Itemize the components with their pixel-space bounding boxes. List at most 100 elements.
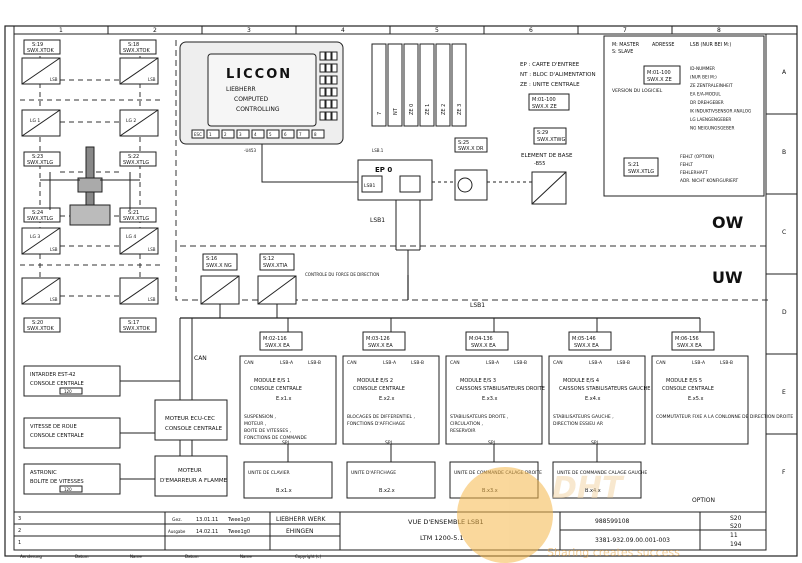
sensor-id-box bbox=[23, 151, 61, 167]
watermark: DHT Sharing creates success bbox=[457, 467, 680, 563]
liccon-key[interactable] bbox=[319, 111, 326, 121]
liccon-key[interactable] bbox=[325, 63, 332, 73]
liccon-key[interactable] bbox=[319, 87, 326, 97]
module-lsb-a: LSB-A bbox=[280, 360, 294, 366]
liccon-key[interactable] bbox=[325, 111, 332, 121]
sensor-id: S:17 bbox=[128, 320, 139, 326]
lg-label: LG 4 bbox=[126, 234, 136, 240]
zone-ow-label: OW bbox=[712, 213, 744, 232]
liccon-key[interactable] bbox=[325, 51, 332, 61]
liccon-key[interactable] bbox=[331, 75, 338, 85]
liccon-key[interactable] bbox=[331, 87, 338, 97]
legend-mark: FEHLT (OPTION) bbox=[680, 154, 714, 160]
svg-text:S20: S20 bbox=[730, 523, 742, 530]
legend-nt: NT : BLOC D'ALIMENTATION bbox=[520, 72, 596, 78]
liccon-key[interactable] bbox=[221, 129, 235, 139]
svg-text:13.01.11: 13.01.11 bbox=[196, 517, 218, 523]
sensor-symbol: LSB bbox=[119, 277, 159, 305]
liccon-title: LICCON bbox=[226, 67, 292, 82]
can-box-title: ASTRONIC bbox=[30, 470, 57, 476]
module-spi: SPI bbox=[385, 440, 392, 446]
sensor-id-box bbox=[119, 317, 157, 333]
module-sub: CONSOLE CENTRALE bbox=[353, 386, 405, 392]
module-function: COMMUTATEUR FIXE A LA CONLONNE DE DIRECT… bbox=[656, 414, 793, 420]
sensor-code: SWX.XTLG bbox=[123, 216, 149, 222]
liccon-key[interactable] bbox=[325, 87, 332, 97]
spi-box bbox=[552, 461, 642, 499]
sensor-id-box bbox=[23, 207, 61, 223]
liccon-key[interactable] bbox=[266, 129, 280, 139]
liccon-key[interactable] bbox=[331, 99, 338, 109]
module-title: MODULE E/S 4 bbox=[563, 378, 599, 384]
liccon-key-label: 2 bbox=[224, 132, 227, 137]
module-function: STABILISATEURS GAUCHE , bbox=[553, 414, 614, 420]
sensor-id-box bbox=[119, 39, 157, 55]
liccon-key[interactable] bbox=[319, 63, 326, 73]
card-slot-label: NT bbox=[393, 107, 399, 115]
card-slot-label: ZE 3 bbox=[457, 104, 463, 115]
column-number: 5 bbox=[435, 27, 439, 34]
liccon-key[interactable] bbox=[319, 99, 326, 109]
legend-item: DR DREHGEBER bbox=[690, 100, 724, 105]
liccon-key[interactable] bbox=[191, 129, 205, 139]
module-lsb-b: LSB-B bbox=[514, 360, 527, 366]
svg-text:S:21: S:21 bbox=[628, 162, 639, 168]
liccon-key[interactable] bbox=[206, 129, 220, 139]
liccon-key[interactable] bbox=[251, 129, 265, 139]
spi-title: UNITE DE CLAVIER bbox=[248, 470, 290, 476]
module-sub: CAISSONS STABILISATEURS DROITE bbox=[456, 386, 545, 392]
row-letter: A bbox=[782, 69, 787, 76]
liccon-key[interactable] bbox=[236, 129, 250, 139]
svg-text:SWX.XTLG: SWX.XTLG bbox=[628, 169, 654, 175]
svg-text:Ausgabe: Ausgabe bbox=[168, 529, 186, 534]
module-address: M:02-116 bbox=[263, 336, 287, 342]
module-function: BOITE DE VITESSES , bbox=[244, 428, 291, 434]
svg-text:M:01-100: M:01-100 bbox=[532, 97, 556, 103]
bus-label-top: LSB1 bbox=[370, 217, 385, 224]
lg-label: LG 2 bbox=[126, 118, 136, 124]
module-ref: E.x1.x bbox=[276, 396, 291, 402]
sensor-id: S:22 bbox=[128, 154, 139, 160]
revision-number: 1 bbox=[18, 540, 21, 546]
legend-mark: FEHLT bbox=[680, 162, 693, 168]
sensor-diagonal bbox=[21, 277, 61, 305]
sensor-tag: LSB bbox=[148, 247, 156, 252]
svg-text:S:29: S:29 bbox=[537, 130, 548, 136]
spi-box bbox=[243, 461, 333, 499]
column-number: 2 bbox=[153, 27, 157, 34]
liccon-wire bbox=[261, 144, 380, 183]
liccon-key[interactable] bbox=[296, 129, 310, 139]
liccon-key[interactable] bbox=[331, 63, 338, 73]
liccon-key[interactable] bbox=[319, 51, 326, 61]
liccon-key[interactable] bbox=[325, 75, 332, 85]
liccon-key[interactable] bbox=[331, 51, 338, 61]
card-slot bbox=[371, 43, 387, 127]
legend-ep: EP : CARTE D'ENTREE bbox=[520, 62, 580, 68]
terminator bbox=[59, 387, 83, 395]
zone-uw-label: UW bbox=[712, 268, 743, 287]
title-block-label: Copyright (c) bbox=[295, 554, 322, 559]
liccon-key[interactable] bbox=[331, 111, 338, 121]
module-function: MOTEUR , bbox=[244, 421, 266, 427]
liccon-key[interactable] bbox=[311, 129, 325, 139]
liccon-key[interactable] bbox=[325, 99, 332, 109]
sensor-symbol bbox=[21, 109, 61, 137]
svg-text:S: SLAVE: S: SLAVE bbox=[612, 49, 633, 55]
lsb1-bus bbox=[180, 275, 700, 319]
ep0-module: EP 0 LSB1 bbox=[357, 159, 433, 201]
liccon-key[interactable] bbox=[281, 129, 295, 139]
legend-mark: FEHLERHAFT bbox=[680, 170, 708, 176]
liccon-key[interactable] bbox=[319, 75, 326, 85]
can-box bbox=[23, 417, 121, 449]
can-bus bbox=[179, 318, 193, 470]
module-lsb-a: LSB-A bbox=[589, 360, 603, 366]
